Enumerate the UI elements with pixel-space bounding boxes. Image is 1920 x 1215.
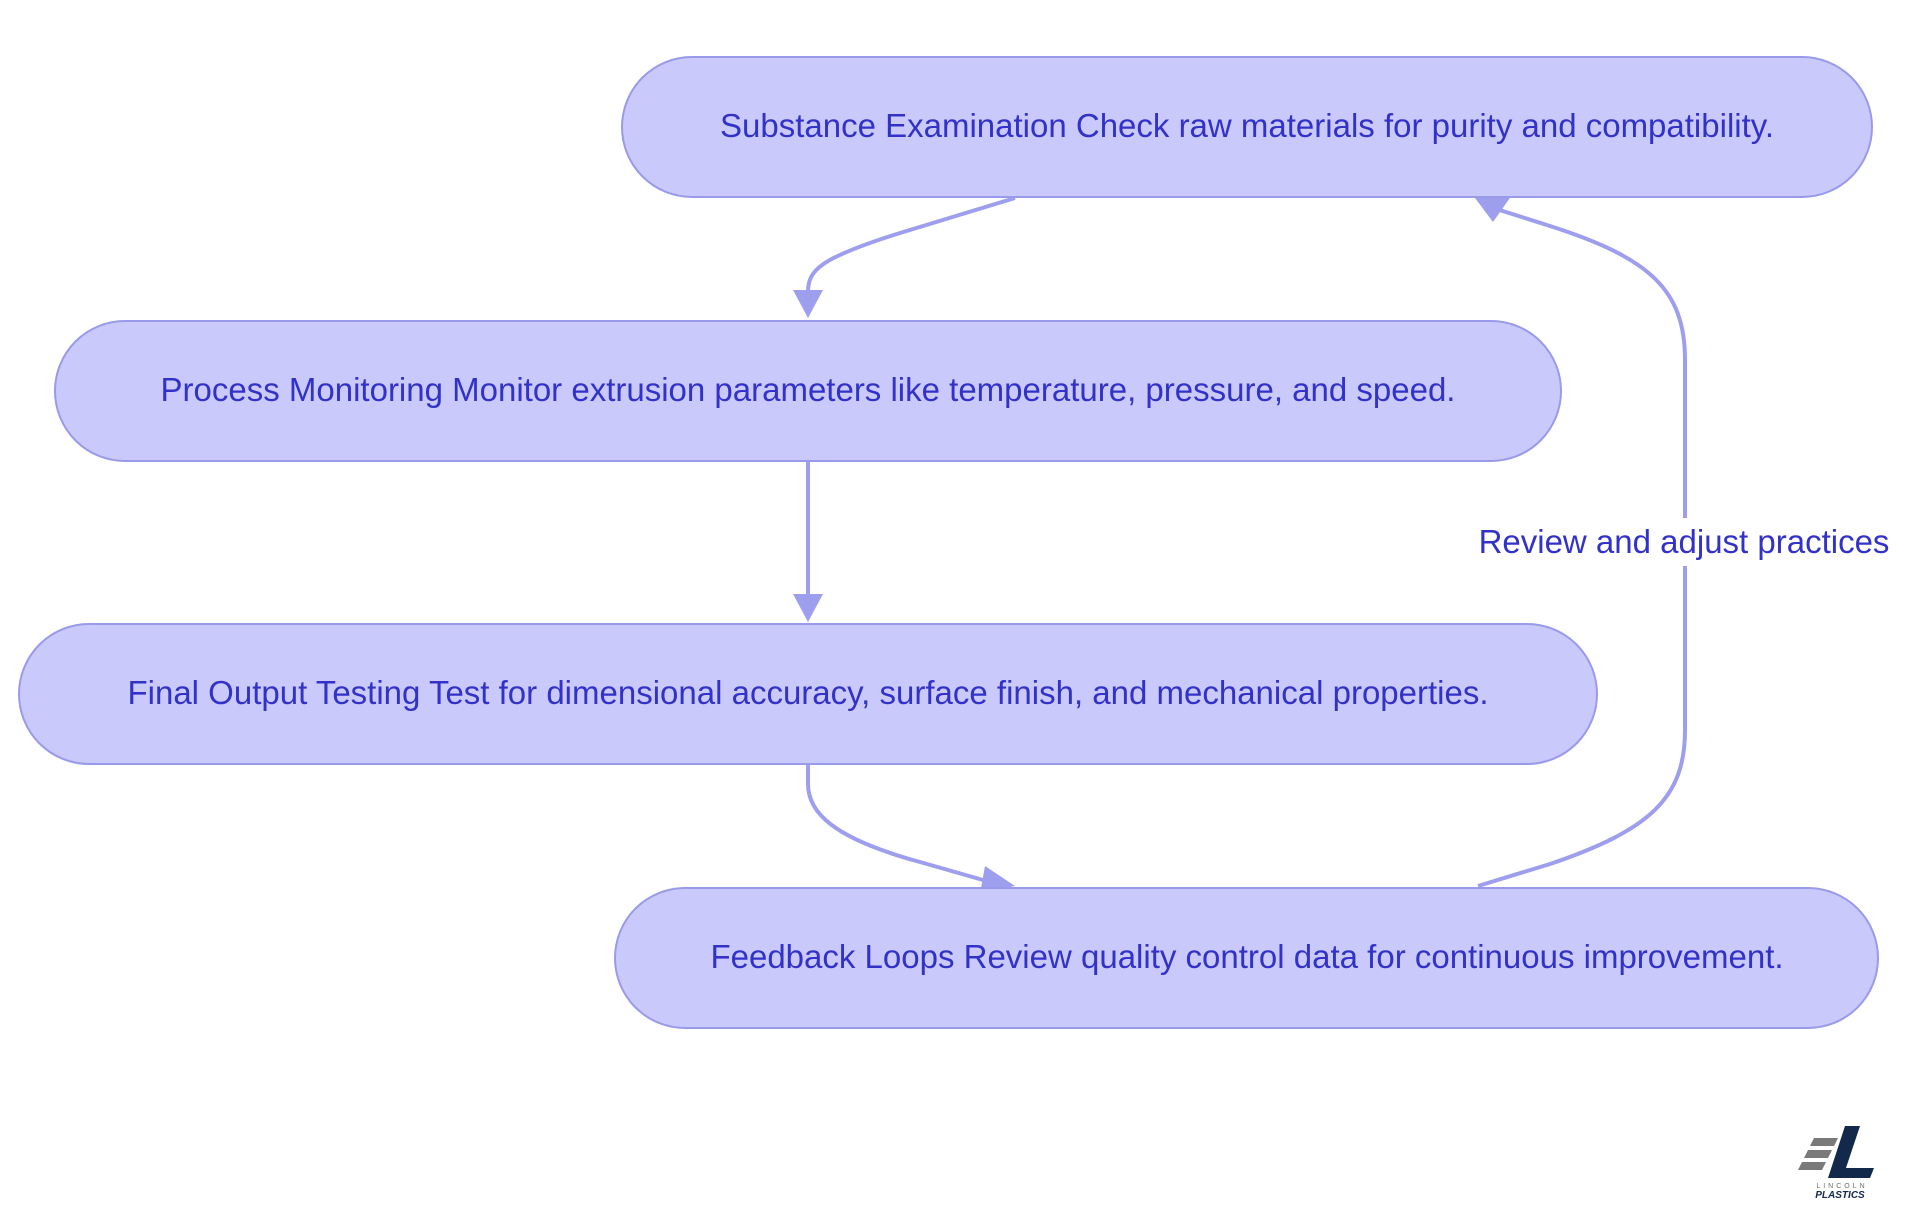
node-shape: [54, 320, 1562, 462]
node-process-monitoring: Process Monitoring Monitor extrusion par…: [54, 320, 1562, 462]
edge-substance-to-process: [806, 196, 1016, 300]
node-shape: [18, 623, 1598, 765]
node-substance-examination: Substance Examination Check raw material…: [621, 56, 1873, 198]
edge-arrowhead-substance: [1475, 195, 1512, 222]
edge-arrowhead-process: [793, 290, 823, 318]
logo-line1: LINCOLN: [1816, 1183, 1867, 1190]
node-shape: [621, 56, 1873, 198]
logo-bar-icon: [1804, 1150, 1832, 1158]
node-label: Feedback Loops Review quality control da…: [710, 938, 1783, 975]
node-label: Substance Examination Check raw material…: [720, 107, 1774, 144]
logo-bar-icon: [1798, 1162, 1826, 1170]
node-final-output-testing: Final Output Testing Test for dimensiona…: [18, 623, 1598, 765]
logo-bar-icon: [1810, 1138, 1838, 1146]
logo-line2: PLASTICS: [1815, 1190, 1865, 1201]
lincoln-plastics-logo: LINCOLN PLASTICS: [1798, 1126, 1874, 1201]
edge-label-background: [1458, 518, 1910, 566]
node-shape: [614, 887, 1879, 1029]
node-label: Final Output Testing Test for dimensiona…: [127, 674, 1488, 711]
edge-label: Review and adjust practices: [1479, 523, 1890, 560]
node-label: Process Monitoring Monitor extrusion par…: [161, 371, 1456, 408]
edge-arrowhead-final: [793, 594, 823, 622]
edge-final-to-feedback: [806, 764, 991, 884]
logo-l-icon: [1828, 1126, 1874, 1178]
node-feedback-loops: Feedback Loops Review quality control da…: [614, 887, 1879, 1029]
edge-label-group: Review and adjust practices: [1458, 518, 1910, 566]
